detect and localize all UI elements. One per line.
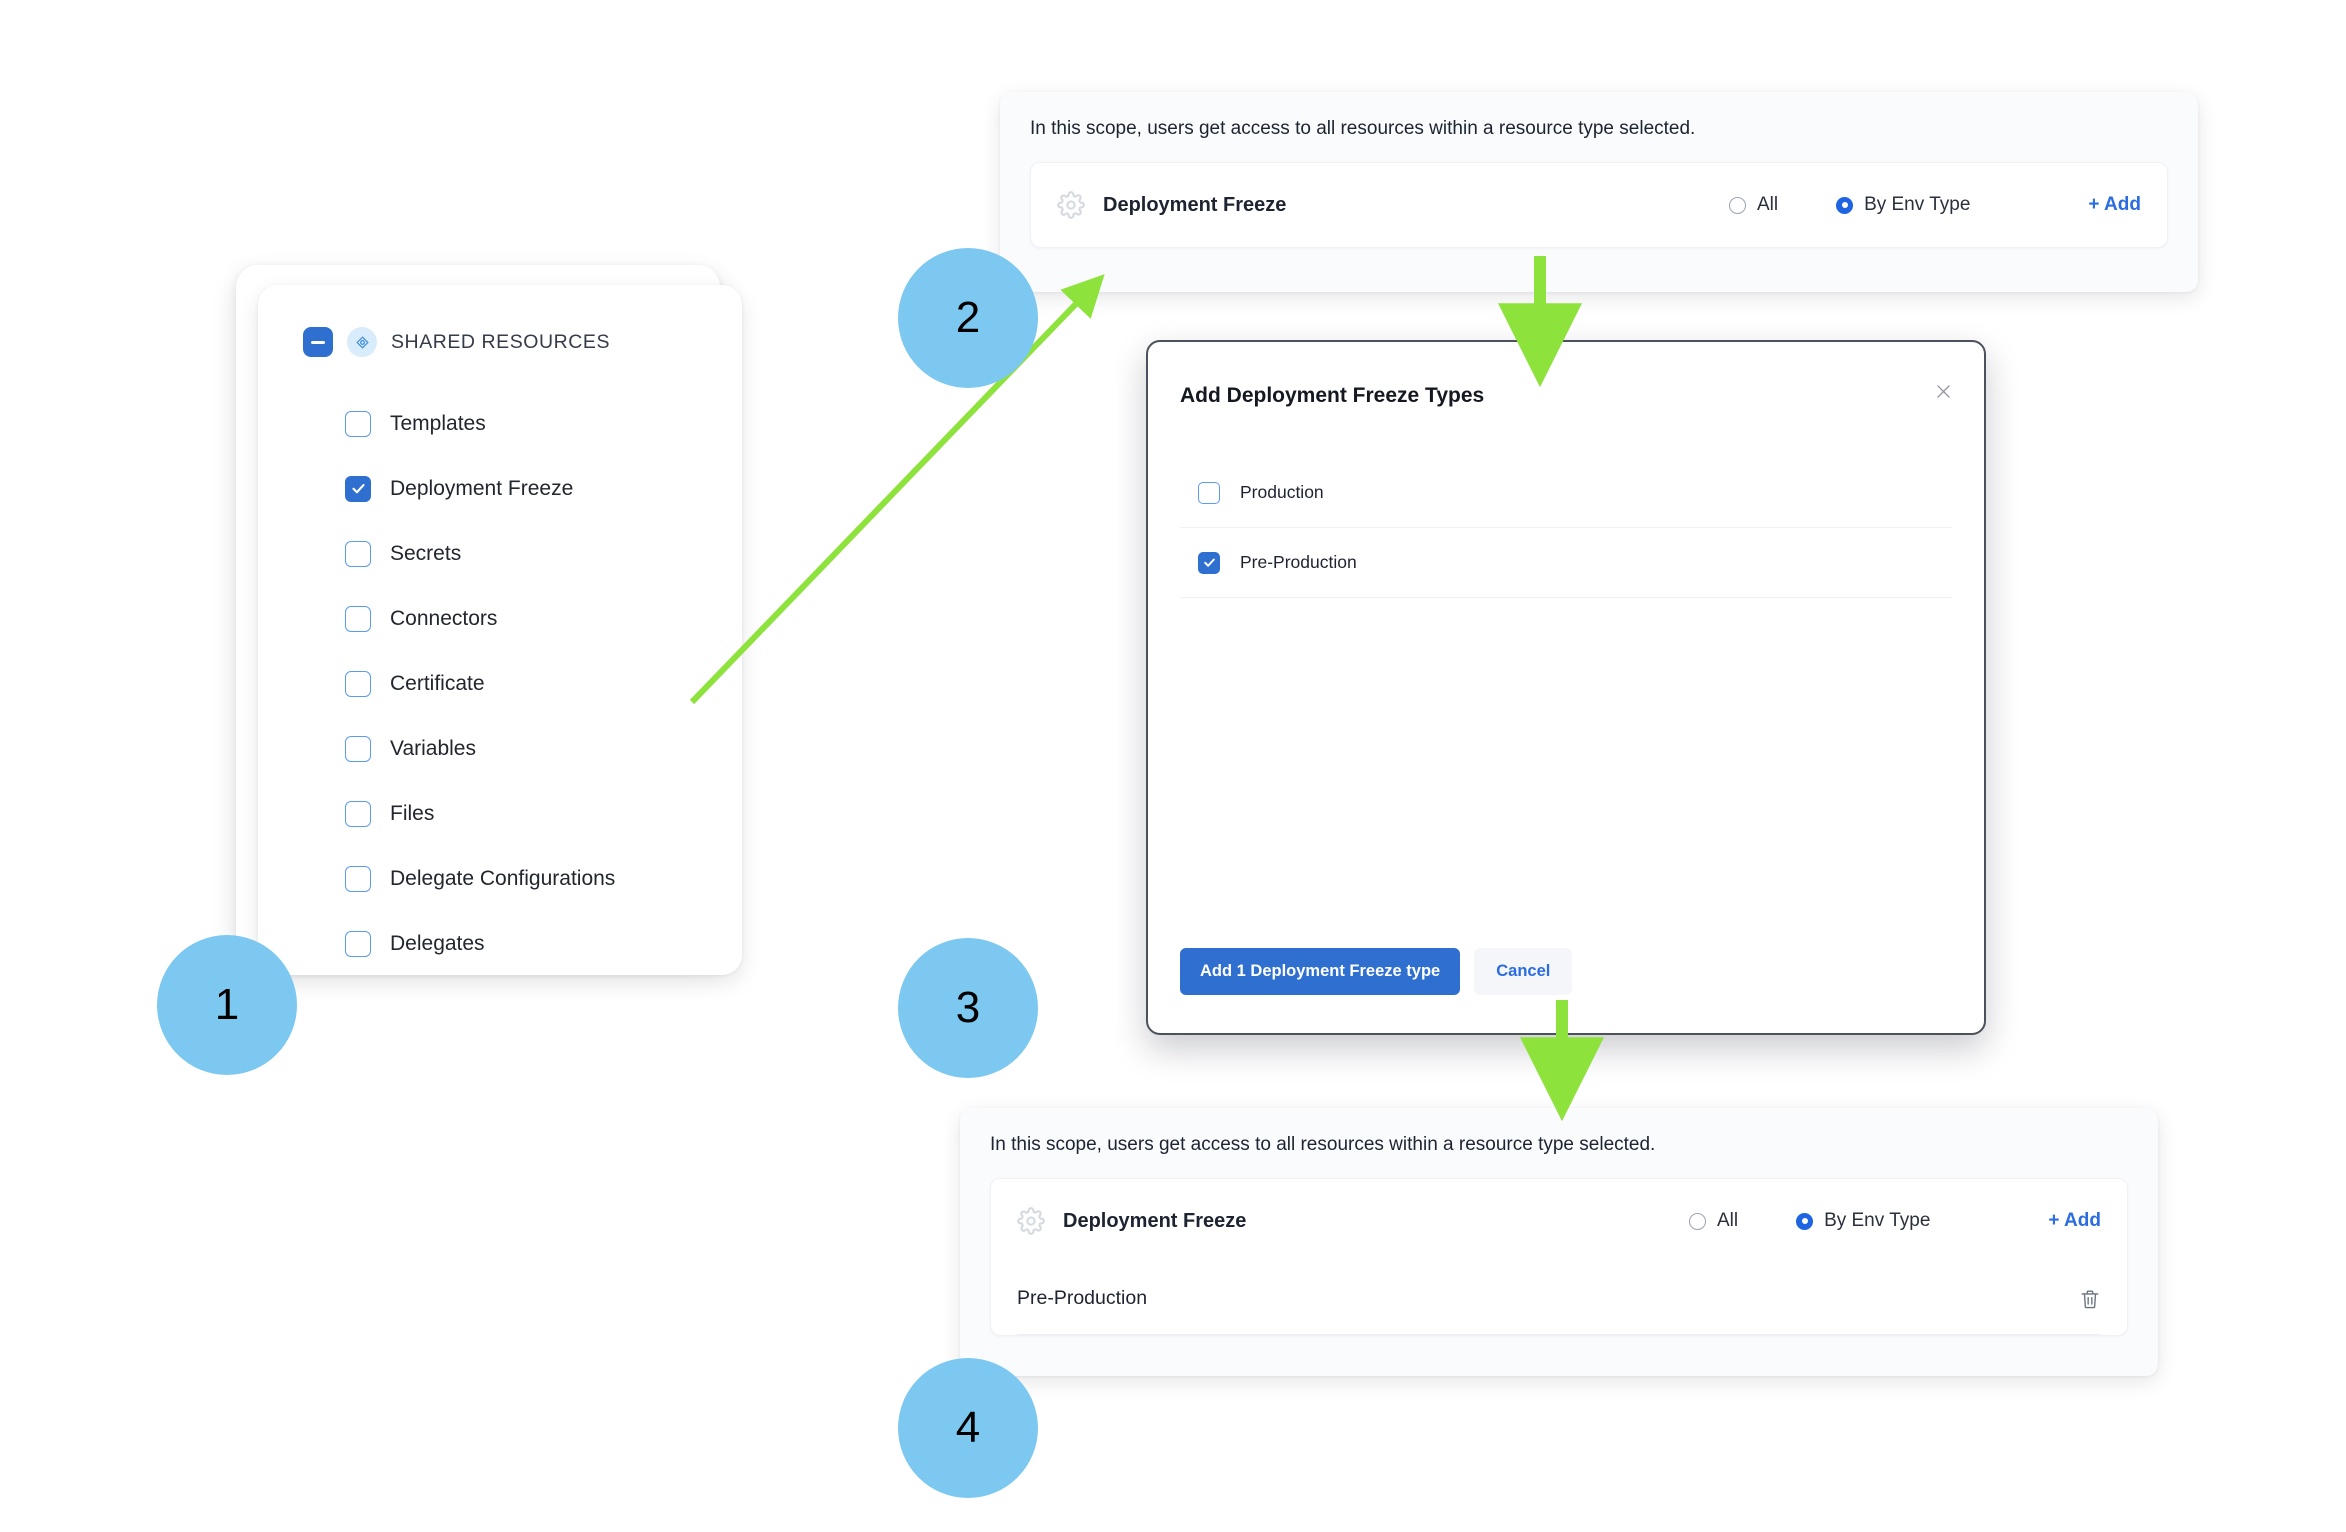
minus-square-icon[interactable] bbox=[303, 327, 333, 357]
add-deployment-freeze-types-modal: Add Deployment Freeze Types Production P… bbox=[1146, 340, 1986, 1035]
scope-description: In this scope, users get access to all r… bbox=[1030, 118, 1696, 139]
resource-name: Deployment Freeze bbox=[1063, 1209, 1247, 1232]
step-marker-4: 4 bbox=[898, 1358, 1038, 1498]
shared-resources-header: SHARED RESOURCES bbox=[258, 327, 742, 357]
resource-scope-row: Deployment Freeze All By Env Type + Add bbox=[1057, 163, 2141, 247]
scope-controls: All By Env Type + Add bbox=[1728, 194, 2141, 216]
list-item-label: Pre-Production bbox=[1240, 552, 1357, 572]
radio-all-indicator bbox=[1728, 196, 1746, 214]
radio-all[interactable]: All bbox=[1728, 194, 1779, 216]
resource-name: Deployment Freeze bbox=[1103, 193, 1287, 216]
close-icon[interactable] bbox=[1930, 378, 1956, 404]
list-item[interactable]: Files bbox=[258, 781, 742, 846]
radio-by-env-type-indicator bbox=[1836, 196, 1854, 214]
add-freeze-type-button[interactable]: Add 1 Deployment Freeze type bbox=[1180, 948, 1461, 995]
radio-by-env-type-label: By Env Type bbox=[1864, 194, 1971, 215]
list-item-label: Files bbox=[390, 801, 435, 825]
step-marker-3: 3 bbox=[898, 938, 1038, 1078]
list-item[interactable]: Pre-Production bbox=[1180, 528, 1952, 598]
add-button[interactable]: + Add bbox=[2048, 1210, 2101, 1231]
list-item[interactable]: Secrets bbox=[258, 521, 742, 586]
resource-type-list: Templates Deployment Freeze Secrets Conn… bbox=[258, 391, 742, 976]
list-item-label: Production bbox=[1240, 482, 1324, 502]
add-button[interactable]: + Add bbox=[2088, 194, 2141, 215]
checkbox-secrets[interactable] bbox=[345, 540, 371, 567]
selected-env-types-list: Pre-Production bbox=[1017, 1263, 2101, 1335]
checkbox-deployment-freeze[interactable] bbox=[345, 475, 371, 502]
scope-controls: All By Env Type + Add bbox=[1688, 1210, 2101, 1232]
list-item-label: Delegate Configurations bbox=[390, 866, 616, 890]
scope-description: In this scope, users get access to all r… bbox=[990, 1134, 1656, 1155]
list-item[interactable]: Connectors bbox=[258, 586, 742, 651]
step-marker-1: 1 bbox=[157, 935, 297, 1075]
radio-by-env-type-label: By Env Type bbox=[1824, 1210, 1931, 1231]
checkbox-certificate[interactable] bbox=[345, 670, 371, 697]
shared-resources-panel: SHARED RESOURCES Templates Deployment Fr… bbox=[258, 285, 742, 975]
checkbox-connectors[interactable] bbox=[345, 605, 371, 632]
checkbox-templates[interactable] bbox=[345, 410, 371, 437]
minus-glyph bbox=[311, 340, 325, 344]
modal-title: Add Deployment Freeze Types bbox=[1180, 384, 1485, 407]
freeze-type-options: Production Pre-Production bbox=[1180, 458, 1952, 598]
checkbox-variables[interactable] bbox=[345, 735, 371, 762]
checkbox-delegate-configurations[interactable] bbox=[345, 865, 371, 892]
page-title: SHARED RESOURCES bbox=[391, 330, 611, 353]
list-item[interactable]: Delegate Configurations bbox=[258, 846, 742, 911]
list-item[interactable]: Delegates bbox=[258, 911, 742, 976]
checkbox-pre-production[interactable] bbox=[1198, 551, 1220, 574]
shared-resources-icon bbox=[347, 327, 377, 357]
resource-scope-card: Deployment Freeze All By Env Type + Add … bbox=[990, 1178, 2128, 1336]
trash-icon[interactable] bbox=[2079, 1288, 2101, 1310]
arrow-1-to-2 bbox=[689, 274, 1105, 705]
radio-by-env-type[interactable]: By Env Type bbox=[1796, 1210, 1930, 1232]
cancel-button[interactable]: Cancel bbox=[1474, 948, 1573, 995]
modal-footer: Add 1 Deployment Freeze type Cancel bbox=[1180, 948, 1573, 995]
checkbox-files[interactable] bbox=[345, 800, 371, 827]
selected-env-type-label: Pre-Production bbox=[1017, 1287, 1148, 1309]
list-item-label: Connectors bbox=[390, 606, 498, 630]
gear-icon bbox=[1057, 191, 1085, 219]
list-item-label: Secrets bbox=[390, 541, 462, 565]
list-item-label: Delegates bbox=[390, 931, 485, 955]
checkbox-delegates[interactable] bbox=[345, 930, 371, 957]
scope-panel-before: In this scope, users get access to all r… bbox=[1000, 92, 2198, 292]
list-item[interactable]: Deployment Freeze bbox=[258, 456, 742, 521]
gear-icon bbox=[1017, 1207, 1045, 1235]
table-row: Pre-Production bbox=[1017, 1263, 2101, 1335]
radio-by-env-type[interactable]: By Env Type bbox=[1836, 194, 1970, 216]
scope-panel-after: In this scope, users get access to all r… bbox=[960, 1108, 2158, 1376]
step-marker-2: 2 bbox=[898, 248, 1038, 388]
list-item[interactable]: Variables bbox=[258, 716, 742, 781]
resource-scope-card: Deployment Freeze All By Env Type + Add bbox=[1030, 162, 2168, 248]
list-item[interactable]: Templates bbox=[258, 391, 742, 456]
resource-scope-row: Deployment Freeze All By Env Type + Add bbox=[1017, 1179, 2101, 1263]
radio-all-indicator bbox=[1688, 1212, 1706, 1230]
list-item-label: Certificate bbox=[390, 671, 485, 695]
checkbox-production[interactable] bbox=[1198, 481, 1220, 504]
radio-all-label: All bbox=[1756, 194, 1779, 215]
list-item[interactable]: Production bbox=[1180, 458, 1952, 528]
radio-all[interactable]: All bbox=[1688, 1210, 1739, 1232]
list-item-label: Deployment Freeze bbox=[390, 476, 574, 500]
radio-by-env-type-indicator bbox=[1796, 1212, 1814, 1230]
list-item-label: Templates bbox=[390, 411, 486, 435]
list-item[interactable]: Certificate bbox=[258, 651, 742, 716]
list-item-label: Variables bbox=[390, 736, 476, 760]
radio-all-label: All bbox=[1716, 1210, 1739, 1231]
